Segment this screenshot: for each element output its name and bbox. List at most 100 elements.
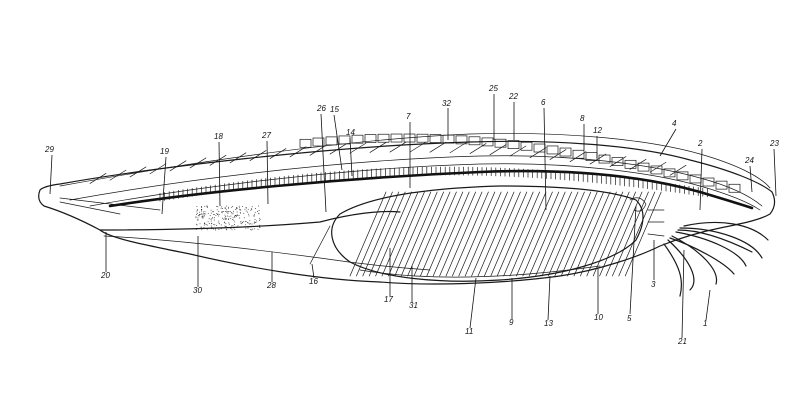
gill-bar [612, 191, 649, 277]
stipple-dot [228, 211, 230, 213]
label-8: 8 [580, 114, 585, 123]
stipple-dot [227, 211, 229, 213]
myomere-line [429, 141, 447, 153]
gill-bar [573, 191, 611, 277]
stipple-dot [225, 217, 227, 219]
stipple-dot [239, 209, 240, 211]
stipple-dot [224, 218, 226, 220]
notochord-hatch [159, 166, 708, 202]
stipple-dot [231, 229, 233, 231]
stipple-dot [227, 219, 229, 220]
stipple-dot [214, 229, 216, 231]
caudal-fin-ray [59, 201, 121, 215]
stipple-dot [217, 227, 219, 229]
myomere-line [169, 160, 187, 172]
stipple-dot [220, 227, 222, 229]
stipple-dot [223, 222, 225, 224]
stipple-dot [212, 211, 214, 213]
label-7: 7 [406, 112, 411, 121]
label-29: 29 [44, 145, 54, 154]
stipple-dot [213, 219, 215, 221]
stipple-dot [232, 212, 234, 214]
myomere-line [629, 158, 647, 170]
stipple-dot [242, 222, 244, 224]
leader-line [773, 148, 777, 197]
label-30: 30 [193, 286, 202, 295]
gill-bar [439, 191, 476, 277]
stipple-dot [202, 213, 204, 215]
cirrus [671, 235, 718, 285]
stipple-dot [225, 228, 227, 230]
myomere-line [109, 169, 127, 181]
myomere-line [649, 161, 667, 173]
gill-bar [624, 191, 662, 277]
stipple-dot [209, 214, 211, 216]
stipple-dot [249, 223, 250, 225]
fin-ray-box [676, 171, 689, 181]
stipple-dot [231, 213, 233, 215]
stipple-dot [233, 210, 235, 212]
intestine-lower [103, 235, 431, 271]
stipple-dot [217, 206, 219, 208]
stipple-dot [253, 222, 255, 224]
gill-bar [452, 191, 489, 277]
stipple-dot [251, 223, 253, 225]
gill-bar [580, 191, 617, 277]
gill-bar [554, 191, 592, 277]
stipple-dot [200, 226, 202, 228]
stipple-dot [221, 211, 223, 213]
stipple-dot [218, 213, 220, 215]
stipple-dot [222, 210, 224, 212]
stipple-dot [198, 215, 200, 217]
stipple-dot [204, 210, 206, 212]
stipple-dot [230, 212, 232, 214]
stipple-dot [199, 211, 201, 213]
pharynx [331, 185, 644, 282]
nerve-cord [69, 155, 763, 207]
stipple-dot [238, 207, 240, 209]
stipple-dot [211, 222, 213, 224]
stipple-dot [245, 227, 247, 229]
stipple-dot [251, 229, 252, 231]
wheel-organ [647, 209, 665, 237]
stipple-dot [203, 214, 205, 216]
stipple-dot [226, 229, 228, 231]
stipple-dot [228, 223, 230, 225]
stipple-dot [249, 220, 251, 222]
fin-ray-box [494, 138, 507, 148]
stipple-dot [211, 226, 213, 228]
stipple-dot [254, 228, 255, 230]
label-18: 18 [214, 132, 223, 141]
dorsal-fin [59, 133, 771, 189]
stipple-dot [252, 228, 254, 230]
fin-ray-box [455, 135, 468, 145]
stipple-dot [234, 221, 236, 223]
stipple-dot [232, 206, 234, 208]
fin-ray-box [351, 134, 364, 144]
gill-bar [503, 191, 540, 277]
gill-bar [496, 191, 534, 277]
cirrus [677, 229, 753, 253]
stipple-dot [222, 217, 223, 219]
stipple-dot [242, 220, 244, 222]
stipple-dot [239, 217, 241, 219]
myomeres [89, 141, 687, 184]
stipple-dot [245, 210, 247, 212]
stipple-dot [231, 206, 233, 208]
gill-bar [375, 191, 412, 277]
stipple-dot [258, 205, 260, 207]
stipple-dot [197, 217, 199, 219]
stipple-dot [210, 220, 212, 222]
gill-bar [509, 191, 547, 277]
fin-ray-box [533, 143, 546, 153]
leader-line [266, 140, 269, 205]
stipple-dot [224, 225, 226, 227]
stipple-dot [208, 223, 210, 224]
leader-line [543, 107, 547, 211]
stipple-dot [204, 205, 206, 207]
stipple-dot [216, 225, 218, 227]
label-14: 14 [346, 128, 355, 137]
myomere-line [309, 144, 327, 156]
fin-ray-box [481, 137, 494, 147]
